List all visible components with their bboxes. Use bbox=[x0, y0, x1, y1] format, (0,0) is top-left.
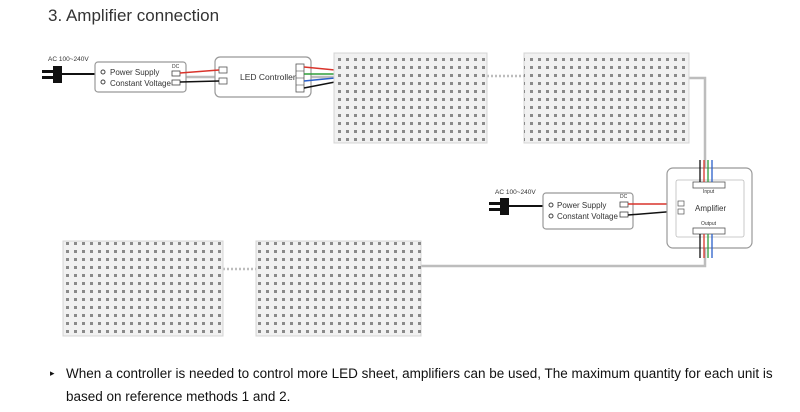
led-sheet-bottom-1 bbox=[62, 240, 224, 337]
power-supply-subtitle-2: Constant Voltage bbox=[557, 212, 618, 221]
amplifier-input-wires bbox=[699, 160, 713, 182]
bullet-icon: ▸ bbox=[50, 368, 55, 378]
power-supply-box-2: Power Supply Constant Voltage DC bbox=[542, 192, 634, 230]
power-supply-box: Power Supply Constant Voltage DC bbox=[94, 61, 187, 93]
led-sheet-top-1 bbox=[333, 52, 488, 144]
dc-label: DC bbox=[172, 64, 180, 70]
dc-label-2: DC bbox=[620, 194, 628, 200]
note-text: When a controller is needed to control m… bbox=[66, 366, 773, 404]
power-supply-title: Power Supply bbox=[110, 68, 159, 77]
led-controller-box: LED Controller bbox=[214, 56, 312, 98]
controller-output-wires bbox=[303, 66, 336, 89]
section-heading: 3. Amplifier connection bbox=[48, 6, 220, 25]
amplifier-input-label: Input bbox=[703, 189, 715, 195]
usage-note: ▸ When a controller is needed to control… bbox=[50, 362, 780, 408]
amplifier-output-wires bbox=[699, 234, 713, 258]
power-supply-title-2: Power Supply bbox=[557, 201, 606, 210]
ac-plug-icon bbox=[42, 66, 97, 83]
led-sheet-bottom-2 bbox=[255, 240, 422, 337]
led-sheet-top-2 bbox=[523, 52, 690, 144]
ac-plug-icon-2 bbox=[489, 198, 545, 215]
ac-input-label: AC 100~240V bbox=[48, 56, 89, 63]
amplifier-box: Input Amplifier Output bbox=[666, 167, 753, 249]
controller-label: LED Controller bbox=[240, 72, 296, 82]
power-supply-subtitle: Constant Voltage bbox=[110, 79, 171, 88]
controller-input-wires bbox=[179, 69, 220, 83]
amplifier-output-label: Output bbox=[701, 221, 717, 227]
connection-wires bbox=[185, 74, 707, 271]
ac-input-label-2: AC 100~240V bbox=[495, 189, 536, 196]
amplifier-label: Amplifier bbox=[695, 204, 726, 213]
